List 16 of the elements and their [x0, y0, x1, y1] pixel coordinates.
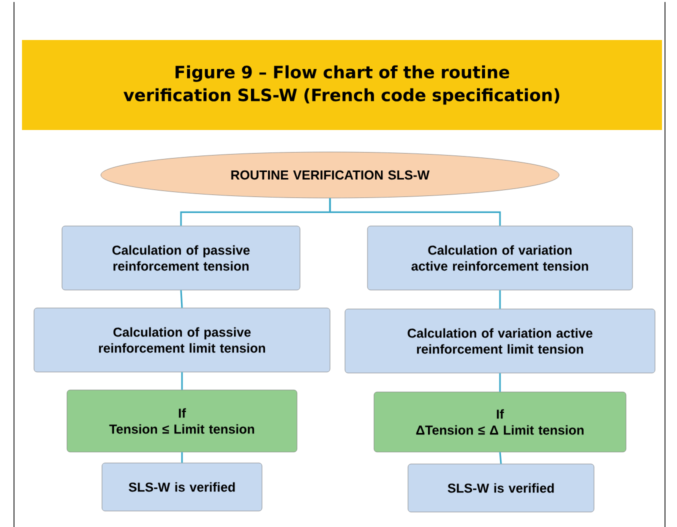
connector-line [181, 452, 183, 463]
connector-line [499, 290, 501, 309]
condition-box: If ΔTension ≤ Δ Limit tension [374, 392, 626, 452]
connector-line [499, 452, 502, 464]
title-band: Figure 9 – Flow chart of the routine verification SLS-W (French code specification) [22, 40, 662, 130]
process-box: SLS-W is verified [102, 462, 262, 512]
process-box: Calculation of variation active reinforcement tension [367, 226, 633, 290]
process-box: SLS-W is verified [408, 464, 594, 512]
condition-box: If Tension ≤ Limit tension [66, 390, 298, 452]
connector-line [499, 373, 501, 392]
process-box: Calculation of variation active reinforcement limit tension [344, 308, 656, 374]
process-box: Calculation of passive reinforcement tension [62, 226, 300, 290]
connector-line [180, 290, 183, 308]
process-box: Calculation of passive reinforcement limit tension [34, 308, 330, 372]
connector-line [181, 372, 183, 390]
connector-line [329, 198, 501, 226]
